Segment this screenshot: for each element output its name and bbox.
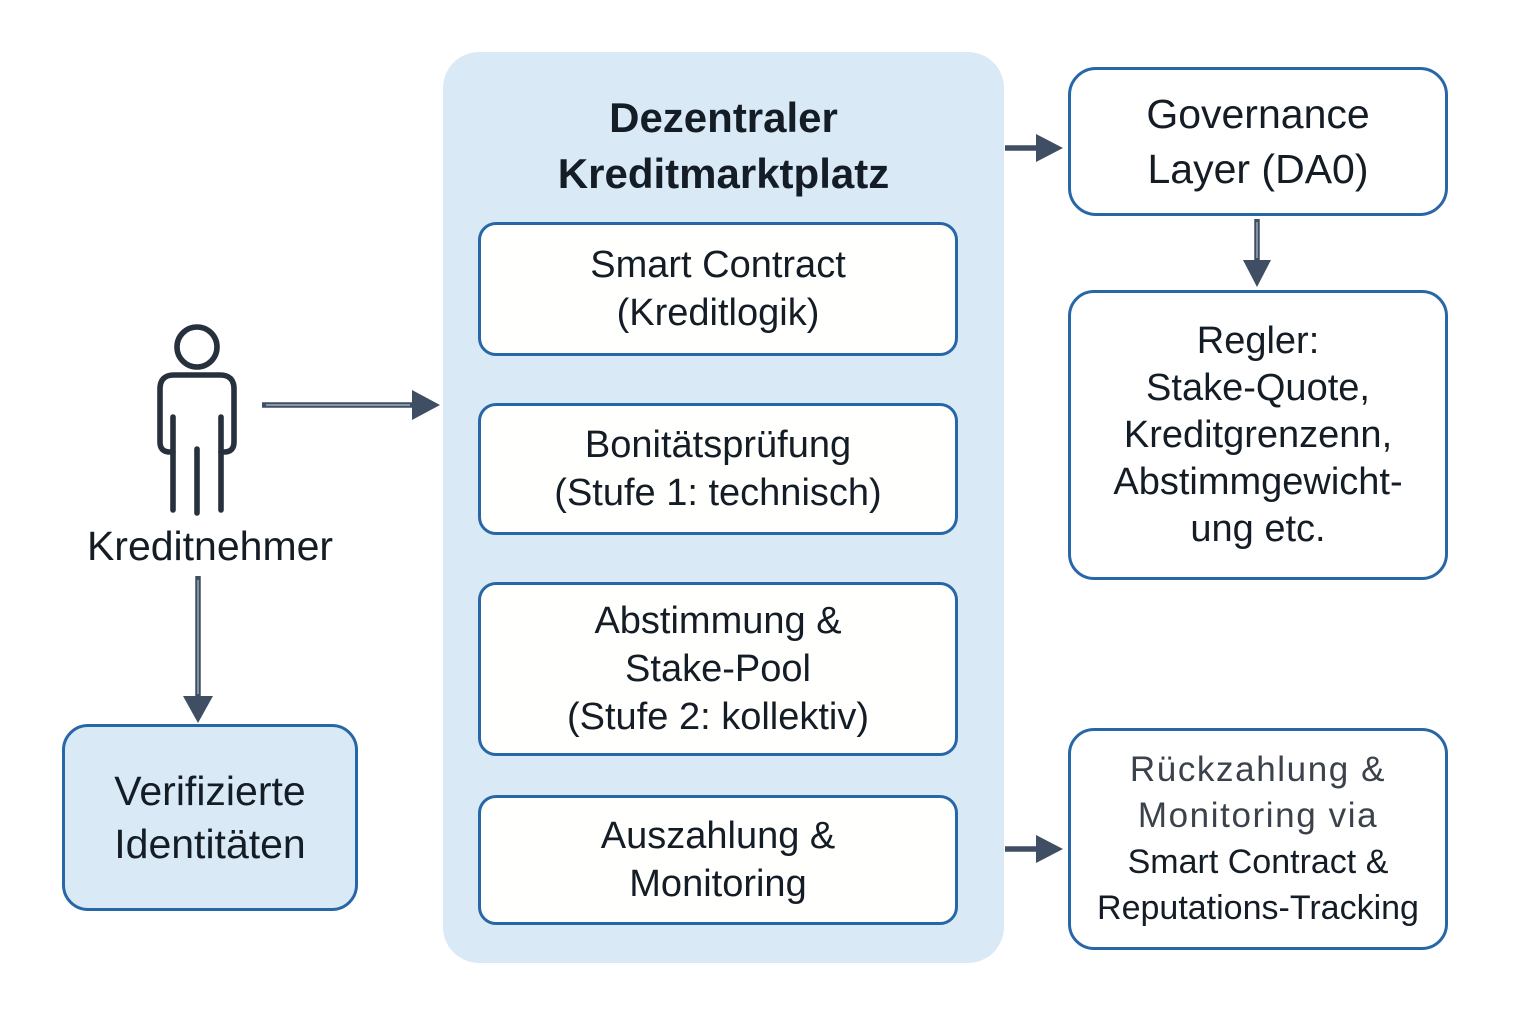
arrow-governance-to-rules	[1243, 219, 1271, 287]
rules-line: ung etc.	[1190, 507, 1326, 550]
step-abstimmung-stake-pool: Abstimmung & Stake-Pool (Stufe 2: kollek…	[478, 582, 958, 756]
rules-box: Regler: Stake-Quote, Kreditgrenzenn, Abs…	[1068, 290, 1448, 580]
rules-line: Regler:	[1196, 319, 1320, 362]
borrower-label: Kreditnehmer	[86, 523, 334, 569]
verified-identities-box: Verifizierte Identitäten	[62, 724, 358, 911]
step-line: Monitoring	[629, 863, 807, 905]
marketplace-title-line: Kreditmarktplatz	[557, 150, 890, 197]
arrow-auszahlung-to-repayment	[1005, 835, 1063, 863]
step-bonitaetspruefung: Bonitätsprüfung (Stufe 1: technisch)	[478, 403, 958, 535]
rules-line: Kreditgrenzenn,	[1123, 413, 1393, 456]
borrower-figure	[152, 324, 244, 520]
marketplace-panel: Dezentraler Kreditmarktplatz Smart Contr…	[443, 52, 1004, 963]
repayment-line: Smart Contract &	[1127, 843, 1389, 881]
person-head	[174, 324, 220, 370]
repayment-line: Reputations-Tracking	[1097, 889, 1419, 927]
step-line: Smart Contract	[590, 244, 846, 286]
marketplace-title-line: Dezentraler	[609, 94, 838, 141]
step-line: Auszahlung &	[600, 815, 836, 857]
governance-layer-box: Governance Layer (DA0)	[1068, 67, 1448, 216]
step-smart-contract: Smart Contract (Kreditlogik)	[478, 222, 958, 356]
repayment-line: Rückzahlung &	[1129, 750, 1387, 789]
step-line: (Stufe 1: technisch)	[554, 472, 882, 514]
step-line: (Stufe 2: kollektiv)	[567, 696, 869, 738]
verified-identities-line: Verifizierte	[114, 767, 306, 814]
rules-line: Stake-Quote,	[1146, 366, 1370, 409]
step-line: Bonitätsprüfung	[584, 424, 852, 466]
person-torso	[157, 372, 237, 455]
rules-line: Abstimmgewicht-	[1113, 460, 1403, 503]
arrow-marketplace-to-governance	[1005, 134, 1063, 162]
arrow-borrower-to-verified-identities	[183, 576, 213, 723]
repayment-monitoring-box: Rückzahlung & Monitoring via Smart Contr…	[1068, 728, 1448, 950]
marketplace-title: Dezentraler Kreditmarktplatz	[443, 90, 1004, 202]
step-line: Abstimmung &	[594, 600, 842, 642]
governance-line: Governance	[1146, 90, 1370, 137]
person-icon	[157, 324, 237, 516]
governance-line: Layer (DA0)	[1147, 145, 1369, 192]
repayment-line: Monitoring via	[1137, 796, 1379, 835]
step-line: Stake-Pool	[625, 648, 811, 690]
step-auszahlung-monitoring: Auszahlung & Monitoring	[478, 795, 958, 925]
verified-identities-line: Identitäten	[114, 820, 306, 867]
step-line: (Kreditlogik)	[616, 292, 820, 334]
arrow-borrower-to-marketplace	[262, 390, 440, 420]
